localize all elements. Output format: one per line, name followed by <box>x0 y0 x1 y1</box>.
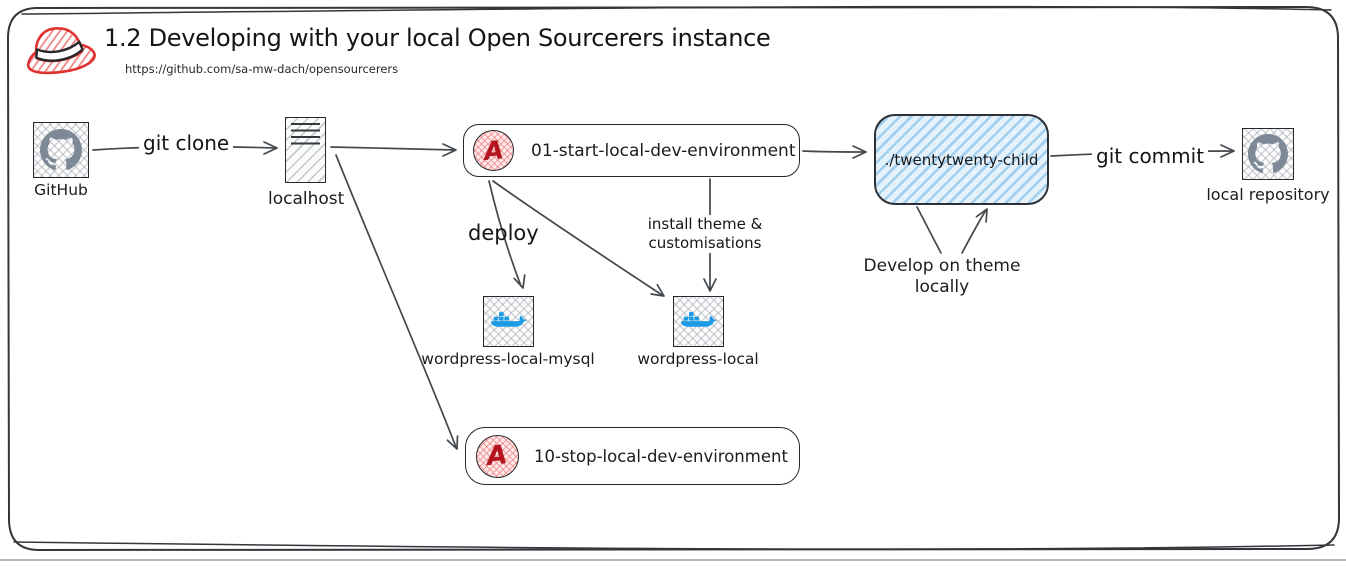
page-bottom-divider <box>0 559 1346 561</box>
arrow-localhost-to-start[interactable] <box>330 143 457 157</box>
edge-label-deploy[interactable]: deploy <box>468 221 539 245</box>
ansible-a-icon: A <box>476 434 519 478</box>
node-github-label: GitHub <box>34 181 88 199</box>
node-wordpress-label: wordpress-local <box>637 350 759 368</box>
repo-url[interactable]: https://github.com/sa-mw-dach/opensource… <box>125 62 399 76</box>
node-github[interactable]: GitHub <box>33 122 89 199</box>
docker-whale-icon <box>483 296 534 347</box>
start-playbook-label: 01-start-local-dev-environment <box>531 140 796 161</box>
ansible-a-icon: A <box>473 130 514 171</box>
theme-dir-label: ./twentytwenty-child <box>884 150 1039 169</box>
node-local-repository-label: local repository <box>1206 185 1330 204</box>
arrow-localhost-to-stop[interactable] <box>335 154 459 450</box>
label-develop-on-theme[interactable]: Develop on theme locally <box>863 256 1021 297</box>
node-localhost-label: localhost <box>268 189 345 209</box>
arrow-develop-up[interactable] <box>961 208 988 254</box>
github-octocat-icon <box>33 122 89 178</box>
node-wordpress-container[interactable] <box>673 296 724 347</box>
edge-label-git-commit[interactable]: git commit <box>1092 144 1209 168</box>
redhat-fedora-icon <box>20 14 100 82</box>
github-octocat-icon <box>1242 128 1294 180</box>
page-title[interactable]: 1.2 Developing with your local Open Sour… <box>104 24 771 52</box>
node-start-playbook[interactable]: A 01-start-local-dev-environment <box>463 124 800 177</box>
stop-playbook-label: 10-stop-local-dev-environment <box>534 446 788 466</box>
arrow-start-to-wordpress-diagonal[interactable] <box>492 180 665 297</box>
node-mysql-container[interactable] <box>483 296 534 347</box>
edge-label-git-clone[interactable]: git clone <box>139 131 234 155</box>
edge-label-install-theme[interactable]: install theme & customisations <box>631 215 779 253</box>
node-mysql-label: wordpress-local-mysql <box>421 350 595 368</box>
canvas-border <box>6 5 1341 552</box>
docker-whale-icon <box>673 296 724 347</box>
server-icon[interactable] <box>285 117 326 183</box>
arrow-deploy[interactable] <box>488 180 526 289</box>
node-local-repository[interactable] <box>1242 128 1294 180</box>
server-slots <box>291 123 320 146</box>
line-develop-down[interactable] <box>916 206 942 254</box>
arrow-start-to-theme[interactable] <box>802 145 867 159</box>
node-stop-playbook[interactable]: A 10-stop-local-dev-environment <box>465 427 800 485</box>
node-theme-dir[interactable]: ./twentytwenty-child <box>874 114 1049 205</box>
